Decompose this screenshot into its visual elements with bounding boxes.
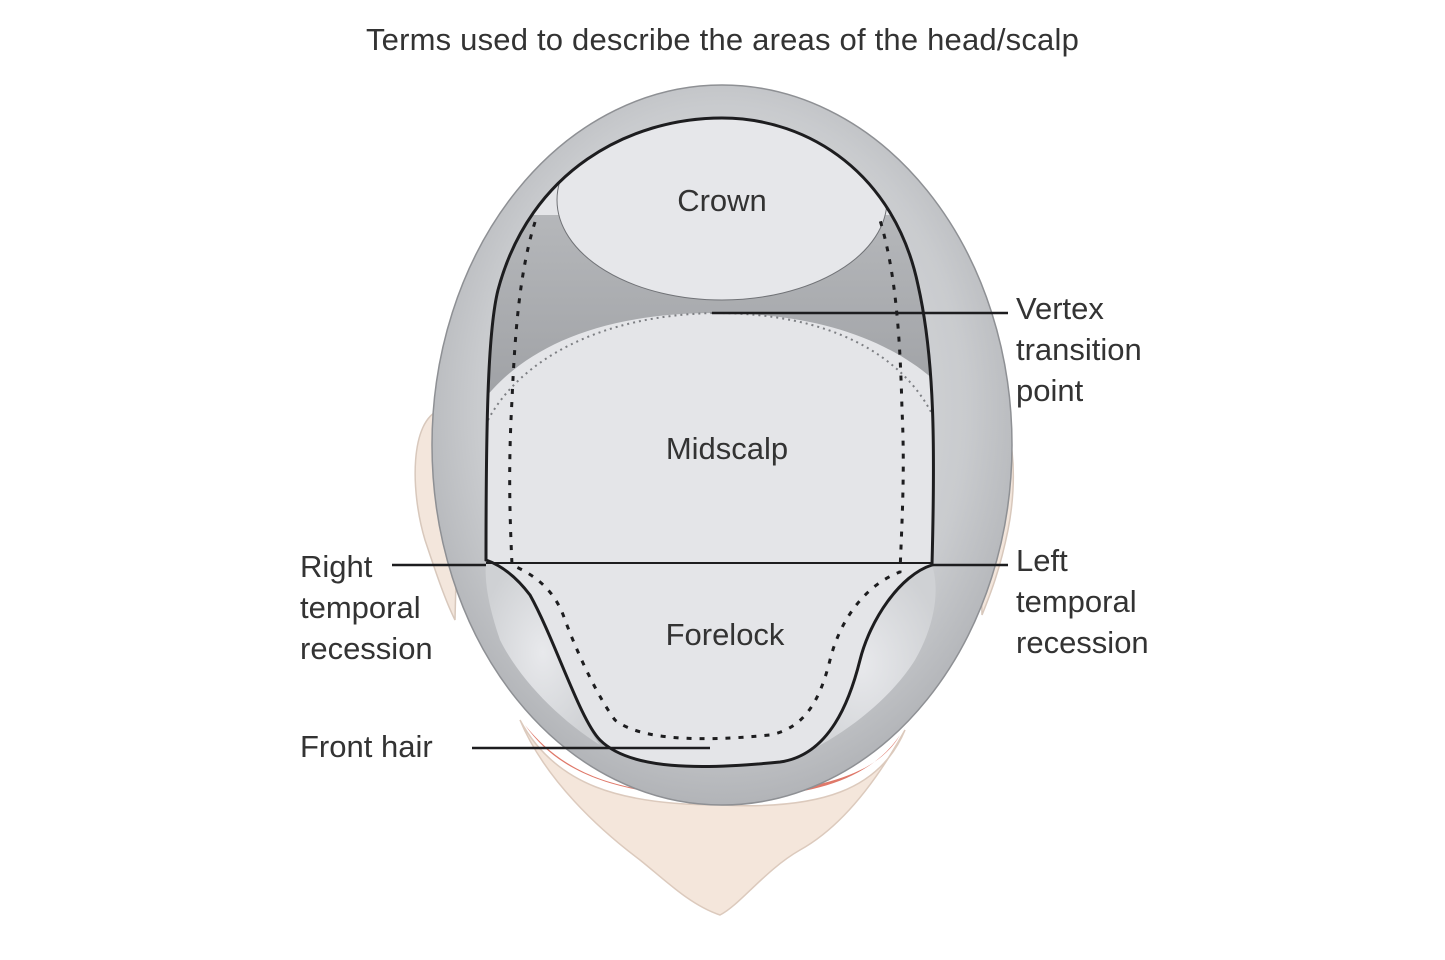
midscalp-label: Midscalp xyxy=(665,431,789,466)
right-temporal-region-shape xyxy=(485,560,600,745)
inner-outline xyxy=(484,116,936,769)
diagram-title: Terms used to describe the areas of the … xyxy=(365,22,1080,57)
left-temporal-label: Left temporal recession xyxy=(1016,543,1149,660)
front-hair-label: Front hair xyxy=(300,729,433,764)
right-temporal-label: Right temporal recession xyxy=(300,549,433,666)
vertex-band-shape xyxy=(486,215,934,430)
forelock-label: Forelock xyxy=(665,617,785,652)
vertex-transition-label: Vertex transition point xyxy=(1016,291,1142,408)
face-skin-shape xyxy=(519,719,906,916)
dotted-boundary-right xyxy=(508,219,905,741)
crown-label: Crown xyxy=(677,183,767,218)
